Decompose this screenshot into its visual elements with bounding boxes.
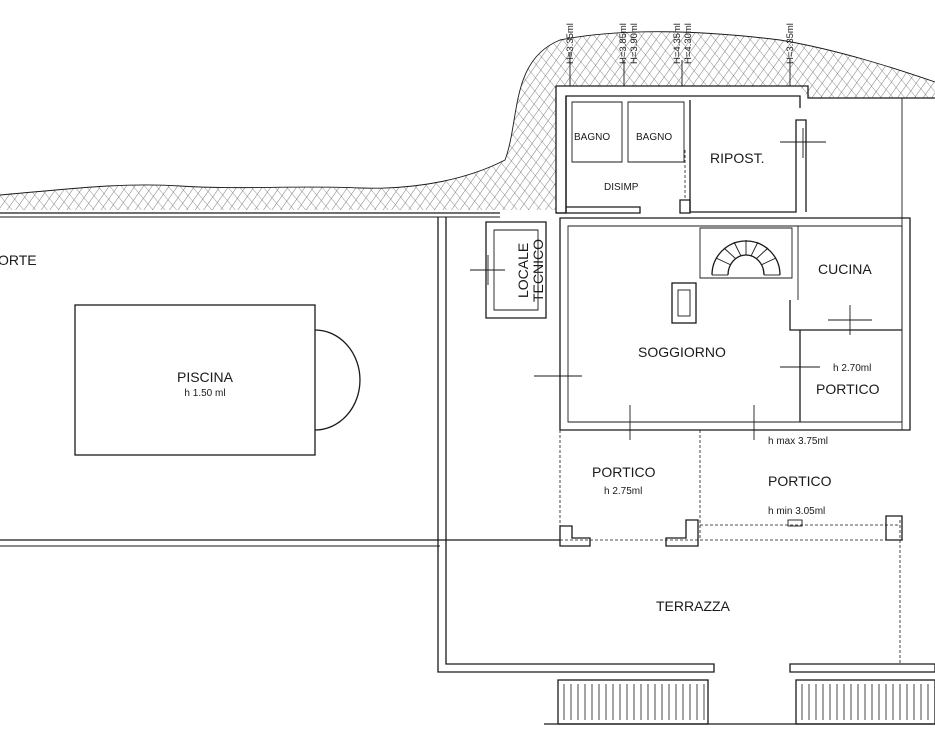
cucina-label: CUCINA xyxy=(818,261,872,277)
disimp-label: DISIMP xyxy=(604,182,639,193)
spiral-staircase xyxy=(699,227,793,279)
hmax-label: h max 3.75ml xyxy=(768,436,828,447)
portico-left-label: PORTICO xyxy=(592,464,656,480)
soggiorno-label: SOGGIORNO xyxy=(638,344,726,360)
ripostiglio-label: RIPOST. xyxy=(710,150,764,166)
portico-mid-label: PORTICO xyxy=(768,473,832,489)
bagno-label-2: BAGNO xyxy=(636,132,672,143)
room-labels: ORTE PISCINA h 1.50 ml LOCALE TECNICO BA… xyxy=(0,132,880,614)
height-label-6: H=3.35ml xyxy=(785,23,796,64)
height-markers: H=3.35ml H=3.85ml H=3.90ml H=4.35ml H=4.… xyxy=(565,23,796,86)
height-label-1: H=3.35ml xyxy=(565,23,576,64)
portico-left-height: h 2.75ml xyxy=(604,486,642,497)
pool xyxy=(74,304,361,456)
height-label-2: H=3.85ml xyxy=(618,23,629,64)
hmin-label: h min 3.05ml xyxy=(768,506,825,517)
portico-right-height: h 2.70ml xyxy=(833,363,871,374)
terrazza-label: TERRAZZA xyxy=(656,598,731,614)
piscina-height: h 1.50 ml xyxy=(184,388,225,399)
piscina-label: PISCINA xyxy=(177,369,234,385)
corte-label: ORTE xyxy=(0,252,37,268)
tecnico-label: TECNICO xyxy=(530,239,546,302)
terrain-hatching xyxy=(0,31,935,210)
portico-structures xyxy=(559,430,903,547)
height-label-5: H=4.30ml xyxy=(683,23,694,64)
entrance-stairs xyxy=(544,679,935,725)
locale-label: LOCALE xyxy=(515,243,531,298)
height-label-4: H=4.35ml xyxy=(672,23,683,64)
building-walls xyxy=(485,85,935,431)
bagno-label-1: BAGNO xyxy=(574,132,610,143)
garden-boundary xyxy=(0,212,935,673)
portico-right-label: PORTICO xyxy=(816,381,880,397)
height-label-3: H=3.90ml xyxy=(629,23,640,64)
section-marks xyxy=(470,128,872,440)
